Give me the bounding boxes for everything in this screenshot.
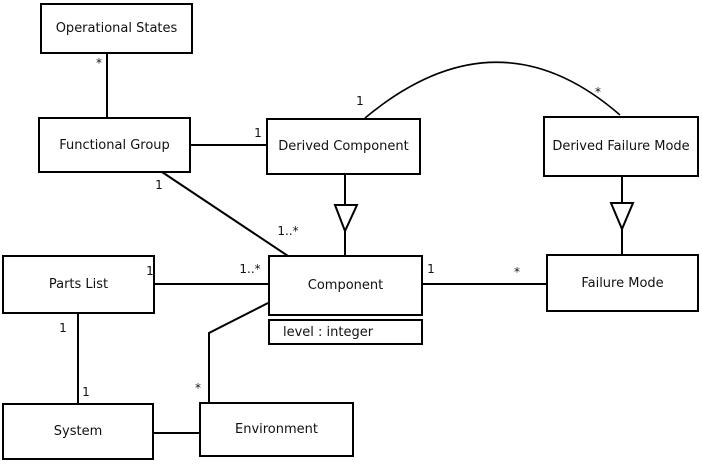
class-system-label: System [53, 424, 103, 439]
class-environment: Environment [199, 402, 354, 457]
edge-derived-component-derived-failure-mode-curve [364, 61, 621, 119]
edge-environment-component [208, 302, 269, 403]
multiplicity-os-fg-star: * [96, 56, 102, 70]
class-operational-states-label: Operational States [55, 21, 178, 36]
multiplicity-dfm-curve-star: * [595, 85, 601, 99]
class-parts-list-label: Parts List [48, 277, 109, 292]
class-failure-mode: Failure Mode [546, 254, 699, 312]
multiplicity-pl-sys-one-top: 1 [59, 321, 67, 335]
class-derived-failure-mode: Derived Failure Mode [543, 116, 699, 177]
class-environment-label: Environment [234, 422, 318, 437]
multiplicity-pl-sys-one-bottom: 1 [82, 385, 90, 399]
class-functional-group: Functional Group [38, 117, 191, 173]
multiplicity-pl-comp-one: 1 [146, 264, 154, 278]
multiplicity-fg-comp-many: 1..* [277, 224, 299, 238]
multiplicity-fg-comp-one: 1 [155, 178, 163, 192]
class-operational-states: Operational States [40, 3, 193, 54]
class-component-attribute-compartment: level : integer [268, 319, 423, 345]
multiplicity-pl-comp-many: 1..* [239, 262, 261, 276]
multiplicity-comp-fm-one: 1 [427, 262, 435, 276]
multiplicity-env-comp-star: * [195, 381, 201, 395]
class-derived-component: Derived Component [266, 118, 421, 175]
class-functional-group-label: Functional Group [59, 137, 170, 153]
class-component-label: Component [307, 278, 384, 293]
class-derived-failure-mode-label: Derived Failure Mode [552, 139, 690, 154]
class-failure-mode-label: Failure Mode [581, 275, 664, 291]
edge-functional-group-component [161, 171, 289, 257]
multiplicity-comp-fm-star: * [514, 265, 520, 279]
generalization-triangle-component [333, 204, 359, 234]
multiplicity-dc-curve-one: 1 [356, 94, 364, 108]
class-parts-list: Parts List [2, 255, 155, 314]
class-system: System [2, 403, 154, 460]
class-component: Component [268, 255, 423, 316]
class-derived-component-label: Derived Component [278, 139, 409, 154]
class-component-attribute: level : integer [283, 324, 374, 340]
multiplicity-fg-dc-one: 1 [254, 126, 262, 140]
generalization-triangle-failure-mode [609, 202, 635, 232]
